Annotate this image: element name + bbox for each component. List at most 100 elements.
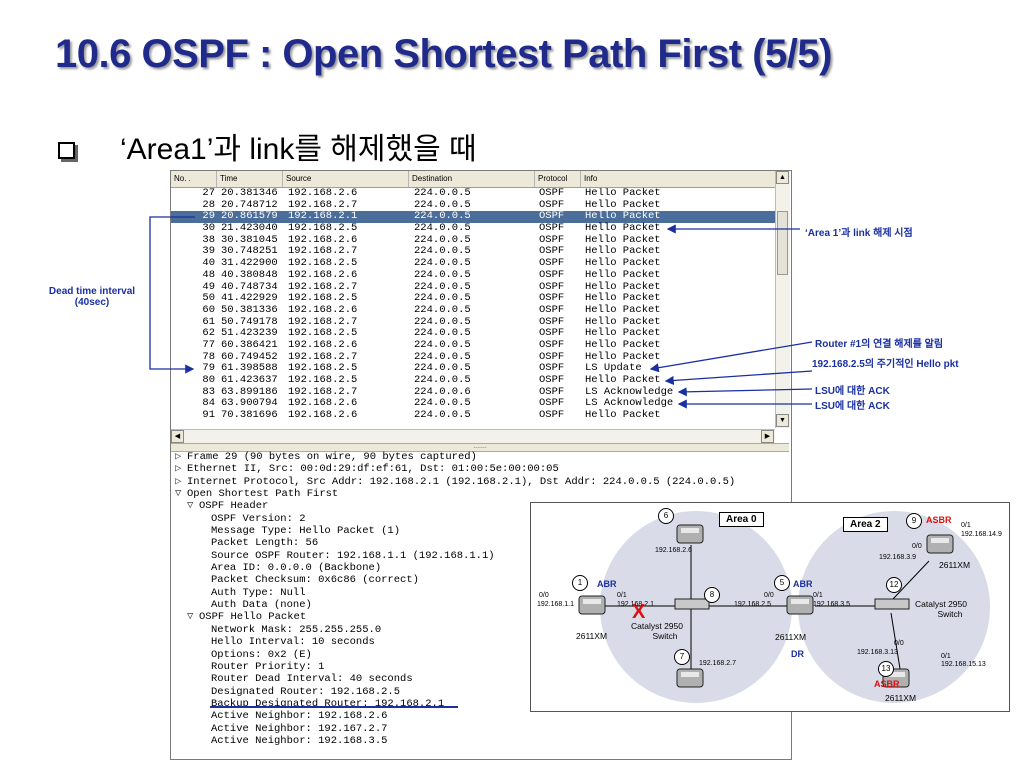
packet-time: 70.381696 — [221, 409, 278, 422]
detail-line[interactable]: Designated Router: 192.168.2.5 — [171, 686, 789, 698]
detail-text: Packet Checksum: 0x6c86 (correct) — [211, 574, 419, 587]
scroll-thumb[interactable] — [777, 211, 788, 275]
detail-line[interactable]: ▷Internet Protocol, Src Addr: 192.168.2.… — [171, 476, 789, 488]
packet-time: 40.380848 — [221, 268, 278, 281]
expand-triangle-icon[interactable]: ▷ — [175, 475, 182, 488]
detail-line[interactable]: Packet Checksum: 0x6c86 (correct) — [171, 574, 789, 586]
packet-time: 51.423239 — [221, 327, 278, 340]
detail-line[interactable]: Area ID: 0.0.0.0 (Backbone) — [171, 562, 789, 574]
ip-192-168-3-9: 192.168.3.9 — [879, 554, 916, 561]
packet-info: Hello Packet — [585, 374, 661, 386]
packet-destination: 224.0.0.5 — [414, 327, 471, 340]
detail-text: Area ID: 0.0.0.0 (Backbone) — [211, 562, 382, 575]
detail-line[interactable]: Auth Type: Null — [171, 587, 789, 599]
scroll-left-icon[interactable]: ◀ — [171, 430, 184, 443]
expand-triangle-icon[interactable]: ▽ — [187, 500, 194, 513]
packet-time: 61.423637 — [221, 374, 278, 386]
if-r13-01: 0/1 — [941, 653, 951, 660]
packet-protocol: OSPF — [539, 245, 565, 258]
packet-source: 192.168.2.5 — [288, 222, 358, 235]
column-header-protocol[interactable]: Protocol — [535, 171, 581, 187]
detail-line[interactable]: Message Type: Hello Packet (1) — [171, 525, 789, 537]
detail-line[interactable]: Auth Data (none) — [171, 599, 789, 611]
detail-line[interactable]: Source OSPF Router: 192.168.1.1 (192.168… — [171, 550, 789, 562]
packet-no: 84 — [202, 397, 215, 410]
detail-line[interactable]: Packet Length: 56 — [171, 537, 789, 549]
router-5-icon — [786, 595, 814, 615]
packet-source: 192.168.2.1 — [288, 210, 358, 223]
packet-time: 31.422900 — [221, 257, 278, 270]
packet-protocol: OSPF — [539, 198, 565, 211]
packet-protocol: OSPF — [539, 222, 565, 235]
area0-label: Area 0 — [719, 512, 764, 527]
detail-line[interactable]: ▷Ethernet II, Src: 00:0d:29:df:ef:61, Ds… — [171, 463, 789, 475]
detail-line[interactable]: Hello Interval: 10 seconds — [171, 636, 789, 648]
pane-splitter[interactable]: ....... — [171, 443, 789, 452]
expand-triangle-icon[interactable]: ▽ — [175, 488, 182, 501]
expand-triangle-icon[interactable]: ▽ — [187, 611, 194, 624]
packet-time: 50.749178 — [221, 315, 278, 328]
sw12-model-line2: Switch — [937, 609, 963, 619]
packet-time: 60.386421 — [221, 338, 278, 351]
column-header-info[interactable]: Info — [584, 174, 598, 183]
packet-list-hscrollbar[interactable]: ◀ ▶ — [171, 429, 775, 444]
expand-triangle-icon[interactable]: ▷ — [175, 451, 182, 463]
column-header-no[interactable]: No. . — [171, 171, 217, 187]
scroll-right-icon[interactable]: ▶ — [761, 430, 774, 443]
packet-destination: 224.0.0.5 — [414, 257, 471, 270]
column-header-time[interactable]: Time — [217, 171, 283, 187]
column-header-source[interactable]: Source — [283, 171, 409, 187]
packet-destination: 224.0.0.5 — [414, 409, 471, 422]
detail-line[interactable]: Active Neighbor: 192.168.2.6 — [171, 710, 789, 722]
packet-destination: 224.0.0.5 — [414, 350, 471, 363]
detail-line[interactable]: ▷Frame 29 (90 bytes on wire, 90 bytes ca… — [171, 451, 789, 463]
packet-destination: 224.0.0.5 — [414, 198, 471, 211]
detail-line[interactable]: Active Neighbor: 192.167.2.7 — [171, 723, 789, 735]
column-header-destination[interactable]: Destination — [409, 171, 535, 187]
detail-line[interactable]: Router Priority: 1 — [171, 661, 789, 673]
packet-info: Hello Packet — [585, 280, 661, 293]
detail-line[interactable]: OSPF Version: 2 — [171, 513, 789, 525]
dr-label: DR — [791, 649, 804, 659]
detail-text: Auth Type: Null — [211, 586, 306, 599]
packet-list-scrollbar[interactable]: ▲ ▼ — [775, 171, 790, 428]
detail-line[interactable]: Active Neighbor: 192.168.3.5 — [171, 735, 789, 747]
detail-line[interactable]: Network Mask: 255.255.255.0 — [171, 624, 789, 636]
packet-destination: 224.0.0.5 — [414, 374, 471, 386]
detail-text: Designated Router: 192.168.2.5 — [211, 685, 401, 698]
detail-text: Network Mask: 255.255.255.0 — [211, 623, 382, 636]
detail-line[interactable]: ▽OSPF Hello Packet — [171, 611, 789, 623]
packet-source: 192.168.2.5 — [288, 257, 358, 270]
packet-no: 91 — [202, 409, 215, 422]
detail-line[interactable]: Router Dead Interval: 40 seconds — [171, 673, 789, 685]
detail-line[interactable]: ▽Open Shortest Path First — [171, 488, 789, 500]
scroll-up-icon[interactable]: ▲ — [776, 171, 789, 184]
link-down-x-icon: X — [632, 601, 646, 623]
scroll-down-icon[interactable]: ▼ — [776, 414, 789, 427]
expand-triangle-icon[interactable]: ▷ — [175, 463, 182, 476]
r9-model-label: 2611XM — [939, 560, 971, 570]
detail-line[interactable]: Options: 0x2 (E) — [171, 649, 789, 661]
if-r9-00: 0/0 — [912, 543, 922, 550]
detail-line[interactable]: ▽OSPF Header — [171, 500, 789, 512]
